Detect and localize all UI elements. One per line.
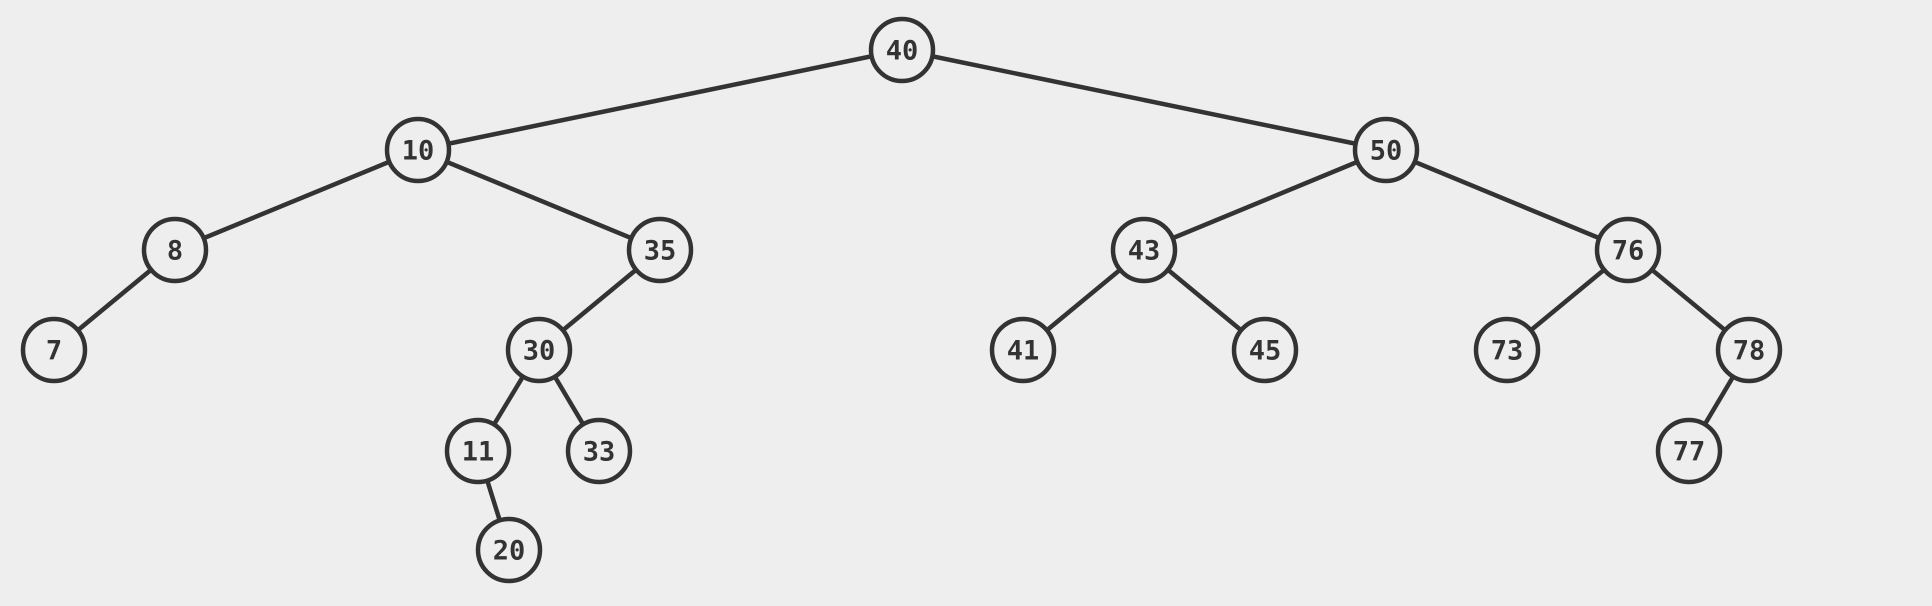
tree-node-78: 78 xyxy=(1715,316,1783,384)
tree-node-43: 43 xyxy=(1110,216,1178,284)
node-label: 76 xyxy=(1612,236,1645,267)
tree-node-8: 8 xyxy=(141,216,209,284)
node-circle xyxy=(141,216,209,284)
node-label: 35 xyxy=(644,236,677,267)
node-label: 43 xyxy=(1128,236,1161,267)
node-circle xyxy=(444,417,512,485)
tree-edges xyxy=(51,47,1752,553)
node-label: 45 xyxy=(1249,336,1282,367)
node-label: 20 xyxy=(493,536,526,567)
tree-node-10: 10 xyxy=(384,116,452,184)
node-circle xyxy=(475,516,543,584)
tree-nodes: 40 10 50 8 35 43 76 7 30 41 45 73 78 11 33 77 20 xyxy=(20,16,1783,584)
node-circle xyxy=(989,316,1057,384)
tree-edge xyxy=(1383,147,1631,253)
node-label: 50 xyxy=(1370,136,1403,167)
node-label: 30 xyxy=(523,336,556,367)
node-label: 11 xyxy=(462,437,495,468)
tree-node-77: 77 xyxy=(1655,417,1723,485)
tree-edge xyxy=(899,47,1389,153)
node-circle xyxy=(1715,316,1783,384)
node-label: 33 xyxy=(583,437,616,468)
tree-node-35: 35 xyxy=(626,216,694,284)
tree-node-45: 45 xyxy=(1231,316,1299,384)
tree-edge xyxy=(415,47,905,153)
node-label: 77 xyxy=(1673,437,1706,468)
node-circle xyxy=(1231,316,1299,384)
node-circle xyxy=(626,216,694,284)
node-label: 41 xyxy=(1007,336,1040,367)
tree-node-33: 33 xyxy=(565,417,633,485)
tree-edge xyxy=(1141,147,1389,253)
node-label: 78 xyxy=(1733,336,1766,367)
node-label: 40 xyxy=(886,36,919,67)
node-circle xyxy=(20,316,88,384)
tree-node-7: 7 xyxy=(20,316,88,384)
tree-edge xyxy=(415,147,663,253)
node-circle xyxy=(1655,417,1723,485)
node-circle xyxy=(868,16,936,84)
node-circle xyxy=(1110,216,1178,284)
node-circle xyxy=(565,417,633,485)
node-circle xyxy=(1594,216,1662,284)
tree-node-20: 20 xyxy=(475,516,543,584)
node-label: 7 xyxy=(46,336,62,367)
tree-node-11: 11 xyxy=(444,417,512,485)
tree-node-41: 41 xyxy=(989,316,1057,384)
node-circle xyxy=(1473,316,1541,384)
node-circle xyxy=(384,116,452,184)
node-label: 73 xyxy=(1491,336,1524,367)
node-circle xyxy=(505,316,573,384)
node-label: 10 xyxy=(402,136,435,167)
tree-node-30: 30 xyxy=(505,316,573,384)
tree-edge xyxy=(172,147,421,253)
node-circle xyxy=(1352,116,1420,184)
node-label: 8 xyxy=(167,236,183,267)
tree-node-73: 73 xyxy=(1473,316,1541,384)
tree-node-76: 76 xyxy=(1594,216,1662,284)
tree-node-50: 50 xyxy=(1352,116,1420,184)
tree-node-40: 40 xyxy=(868,16,936,84)
